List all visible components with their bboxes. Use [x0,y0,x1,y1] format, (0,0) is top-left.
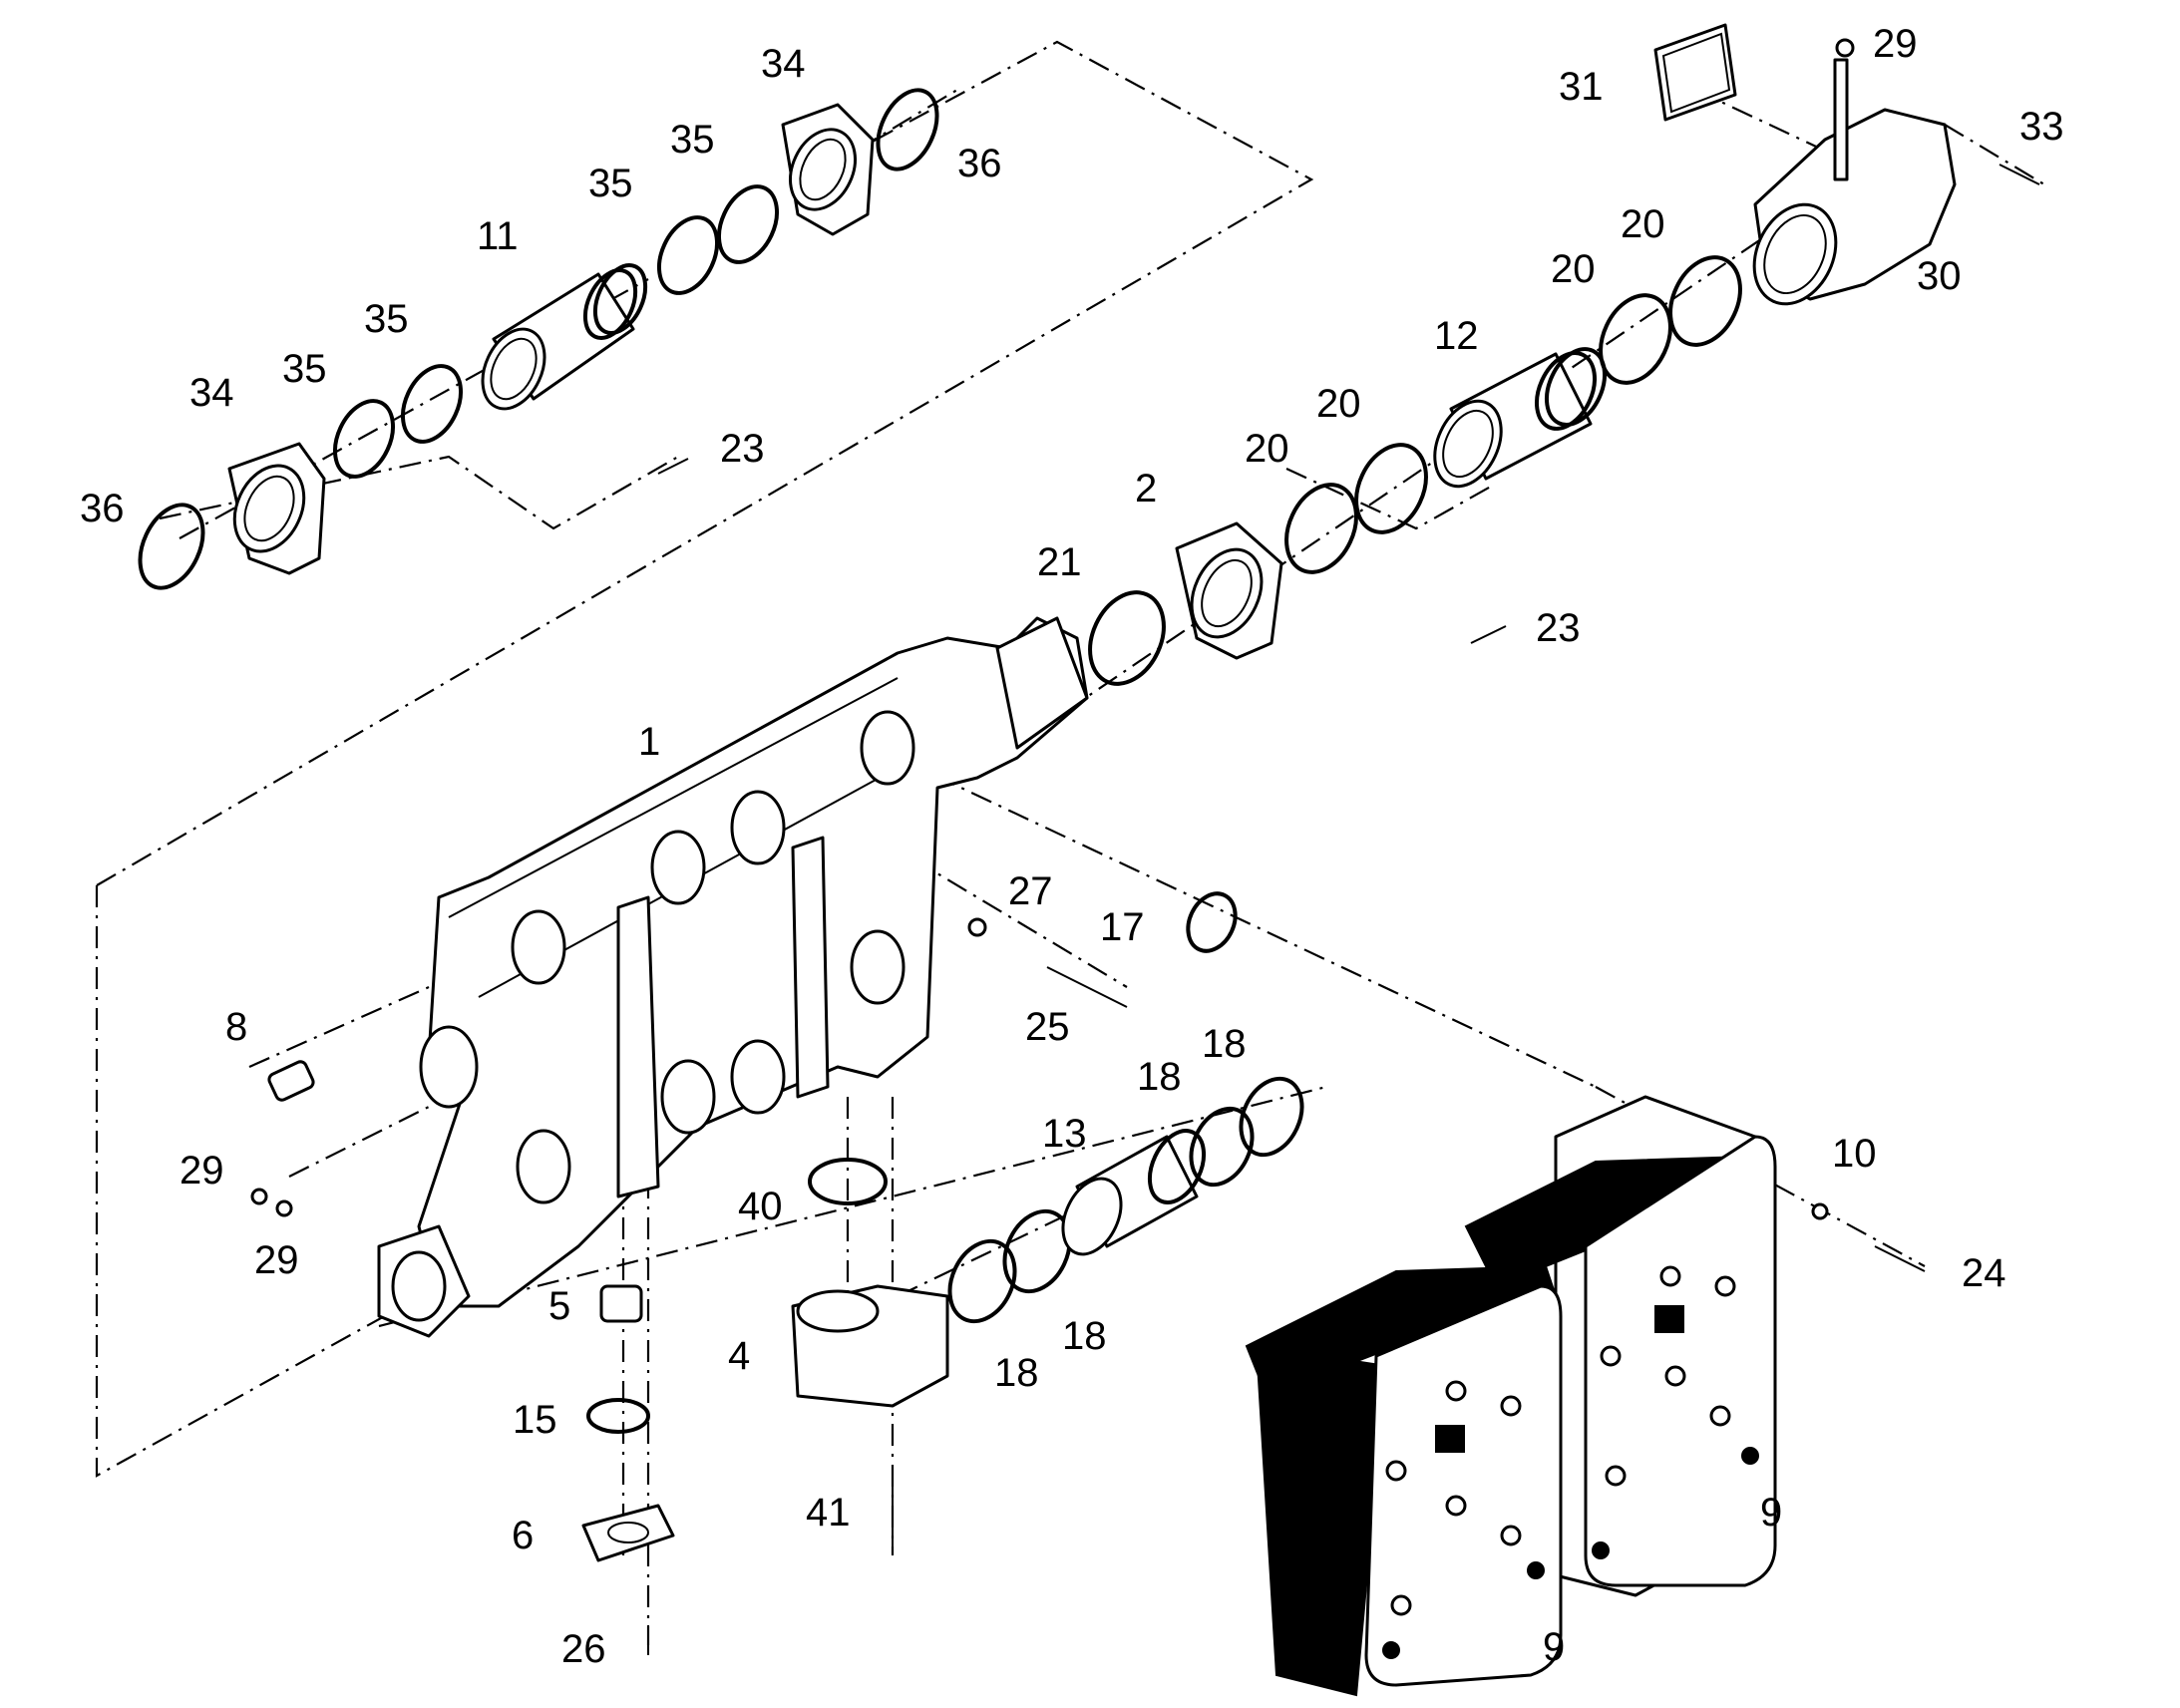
callout-5: 5 [548,1284,570,1328]
callout-21: 21 [1037,540,1082,584]
cooler-cores-9 [1245,1095,1777,1697]
callout-18-d: 18 [994,1351,1039,1395]
callout-15: 15 [513,1398,557,1442]
o-ring-40 [808,1158,888,1205]
callout-9-b: 9 [1543,1625,1565,1669]
o-ring-35-3 [656,215,720,295]
o-ring-35-1 [332,399,396,479]
flange-34-left [227,442,326,575]
callout-10: 10 [1832,1132,1877,1176]
o-ring-20-2 [1354,443,1428,534]
o-ring-35-4 [716,184,780,264]
callout-35-b: 35 [364,297,409,341]
callout-31: 31 [1559,65,1604,109]
washer-10 [1811,1202,1829,1220]
callout-30: 30 [1917,254,1962,298]
callout-1: 1 [638,720,660,764]
washer-27 [967,917,987,937]
callout-11: 11 [477,214,519,258]
callout-41: 41 [806,1491,851,1535]
callout-29-a: 29 [180,1149,224,1193]
callout-12: 12 [1434,314,1479,358]
callout-40: 40 [738,1185,783,1228]
o-ring-15 [586,1398,650,1434]
o-ring-20-3 [1599,293,1672,385]
callout-36-b: 36 [957,142,1002,185]
callout-29-b: 29 [254,1238,299,1282]
o-ring-17 [1186,891,1238,953]
cover-plate-31 [1653,23,1737,122]
o-ring-18-1 [947,1238,1017,1324]
callout-6: 6 [512,1514,534,1557]
callout-23-a: 23 [720,427,765,471]
callout-23-b: 23 [1536,606,1581,650]
flange-6 [581,1504,675,1562]
main-housing-1 [377,616,1089,1338]
bolt-33 [1998,164,2040,185]
callout-9-a: 9 [1760,1491,1782,1535]
screw-29-a [250,1188,268,1205]
bolt-25 [1046,966,1128,1008]
bolt-23-right [1470,625,1507,644]
callout-35-c: 35 [588,162,633,205]
callout-26: 26 [561,1627,606,1671]
callout-17: 17 [1100,905,1145,949]
sleeve-11 [481,263,648,411]
callout-29-top: 29 [1873,22,1918,66]
callout-20-d: 20 [1245,427,1289,471]
upper-right-tube-assembly [1088,23,2040,686]
bushing-5 [599,1284,643,1323]
bolt-23-upper [657,458,689,475]
bolt-24 [1874,1245,1926,1272]
o-ring-36-right [876,88,939,171]
flange-34-right [781,103,875,236]
callout-36-a: 36 [80,487,125,530]
callout-24: 24 [1962,1251,2006,1295]
upper-left-tube-assembly [138,88,939,590]
o-ring-18-2 [1002,1208,1072,1294]
callout-18-b: 18 [1137,1055,1182,1099]
o-ring-18-3 [1189,1106,1255,1188]
o-ring-20-1 [1284,483,1358,574]
sleeve-12 [1433,347,1608,489]
callout-20-a: 20 [1621,202,1665,246]
plug-8 [267,1060,315,1102]
elbow-30 [1752,58,1957,306]
callout-20-b: 20 [1551,247,1596,291]
callout-35-d: 35 [670,118,715,162]
callout-8: 8 [225,1005,247,1049]
callout-20-c: 20 [1316,382,1361,426]
cooler-core-rear [1464,1095,1777,1597]
plug-29-top [1835,38,1855,58]
callout-2: 2 [1135,467,1157,511]
callout-27: 27 [1008,869,1053,913]
o-ring-36-left [138,503,205,590]
sleeve-13 [1061,1129,1207,1256]
flange-2 [1175,521,1283,660]
o-ring-35-2 [400,364,464,444]
lower-fittings [250,891,1926,1655]
callout-18-c: 18 [1062,1314,1107,1358]
o-ring-18-4 [1239,1076,1304,1158]
callout-33: 33 [2019,105,2064,149]
callout-34-b: 34 [761,42,806,86]
callout-labels: 1 2 4 5 6 8 9 9 10 11 12 13 15 17 18 18 … [80,22,2064,1671]
callout-35-a: 35 [282,347,327,391]
housing-4 [791,1284,949,1408]
callout-25: 25 [1025,1005,1070,1049]
screw-29-b [275,1199,293,1217]
o-ring-20-4 [1668,255,1742,347]
callout-13: 13 [1042,1112,1087,1156]
callout-4: 4 [728,1334,750,1378]
cooler-core-front [1245,1264,1563,1697]
callout-34-a: 34 [189,371,234,415]
callout-18-a: 18 [1202,1022,1247,1066]
o-ring-21 [1088,590,1166,686]
